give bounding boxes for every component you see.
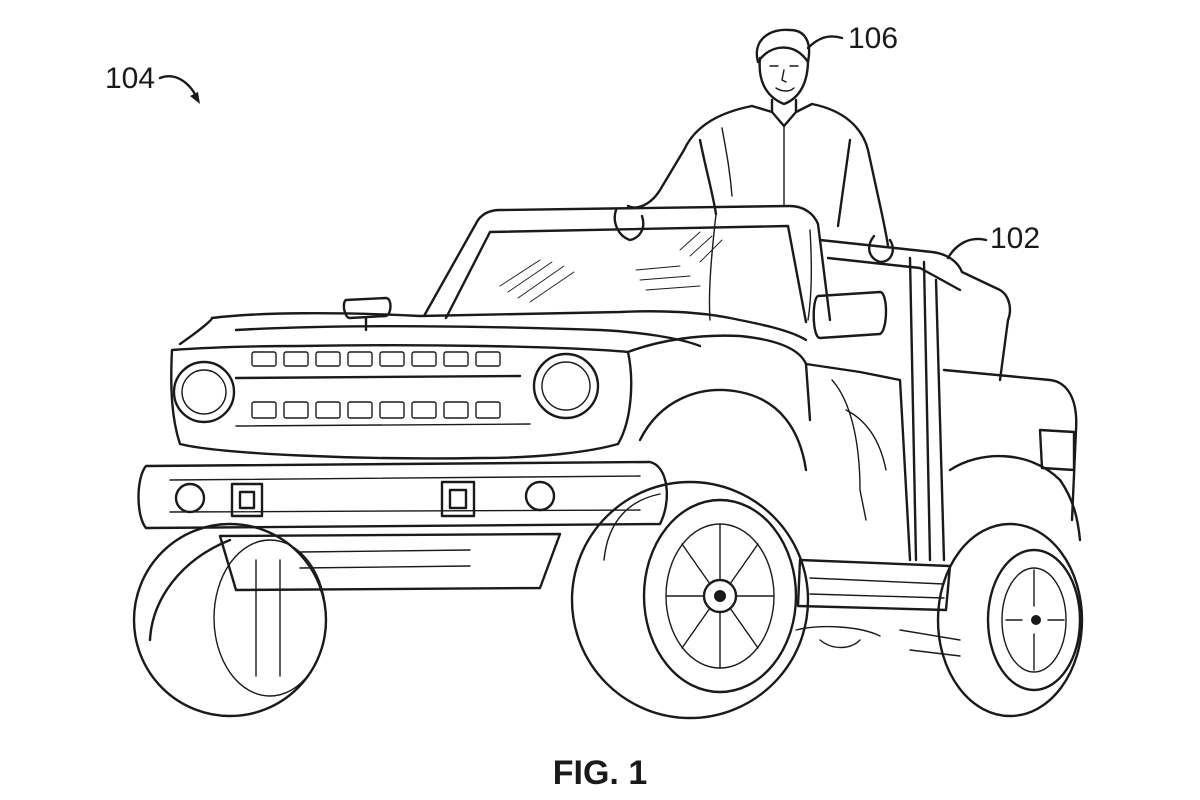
figure-caption: FIG. 1 [553, 754, 647, 792]
left-front-tire [132, 522, 328, 718]
left-hand [613, 208, 645, 242]
leader-line-106 [806, 35, 844, 50]
front-bumper [137, 460, 668, 530]
fog-light-right [524, 480, 556, 512]
right-front-wheel-arch [638, 388, 808, 472]
reference-104: 104 [105, 62, 200, 104]
headlight-left [172, 360, 236, 424]
roll-bar-inner [826, 256, 962, 292]
left-torso [698, 138, 718, 216]
shirt-fold-left [721, 127, 733, 197]
mouth [775, 87, 795, 92]
rear-tire [936, 522, 1084, 718]
reference-102: 102 [946, 222, 1040, 260]
face [758, 56, 810, 106]
collar [750, 102, 814, 128]
skid-plate-ribs [299, 549, 471, 569]
leg-left [708, 213, 717, 321]
rear-door-edge [934, 278, 946, 562]
fog-light-left [174, 482, 206, 514]
reference-numeral-102: 102 [990, 222, 1040, 255]
right-torso [836, 138, 852, 228]
grille-bottom-row [251, 401, 501, 419]
windshield-frame-outer [422, 204, 832, 322]
exhaust-underside [795, 625, 881, 649]
grille-lower-bar [235, 423, 531, 427]
left-shoulder-arm [626, 104, 754, 209]
seat-outline [831, 379, 867, 521]
right-front-tire [570, 480, 810, 720]
seat-back [845, 409, 887, 471]
hood-top-edge [210, 310, 808, 342]
left-mirror [342, 296, 392, 320]
right-fender-top [626, 334, 812, 422]
tow-hook-left [230, 482, 264, 518]
hair [755, 28, 811, 64]
windshield-frame-inner [444, 224, 808, 324]
right-mirror [812, 290, 888, 340]
right-hand [868, 234, 894, 264]
b-pillar [908, 256, 932, 562]
rear-quarter [942, 368, 1078, 522]
hood-crease [234, 325, 702, 348]
reference-numeral-104: 104 [105, 62, 155, 95]
cabin-side [804, 362, 912, 562]
headlight-right [532, 352, 600, 420]
rear-wheel-arch [948, 454, 1082, 542]
right-shoulder-arm [810, 102, 890, 248]
nose [781, 69, 787, 83]
leader-line-102 [946, 237, 988, 260]
arrowhead-104 [190, 92, 200, 104]
right-front-wheel-spokes [665, 523, 775, 669]
leg-right [807, 229, 813, 321]
tow-hook-right [440, 480, 476, 518]
grille-surround [170, 344, 633, 460]
hood-left-edge [178, 316, 214, 346]
grille-top-row [251, 351, 501, 367]
reference-numeral-106: 106 [848, 22, 898, 55]
running-board [796, 558, 952, 612]
reference-106: 106 [806, 22, 898, 55]
rear-tail-light [1038, 428, 1076, 472]
roll-bar [818, 238, 1012, 382]
person-figure [613, 28, 894, 321]
vehicle [137, 204, 1082, 657]
windshield-reflection [499, 231, 723, 303]
running-board-lines [809, 577, 945, 599]
rear-suspension [899, 629, 961, 657]
bumper-ridges [169, 475, 641, 513]
neck [770, 98, 798, 114]
grille-center-bar [234, 374, 522, 380]
skid-plate [218, 532, 562, 592]
